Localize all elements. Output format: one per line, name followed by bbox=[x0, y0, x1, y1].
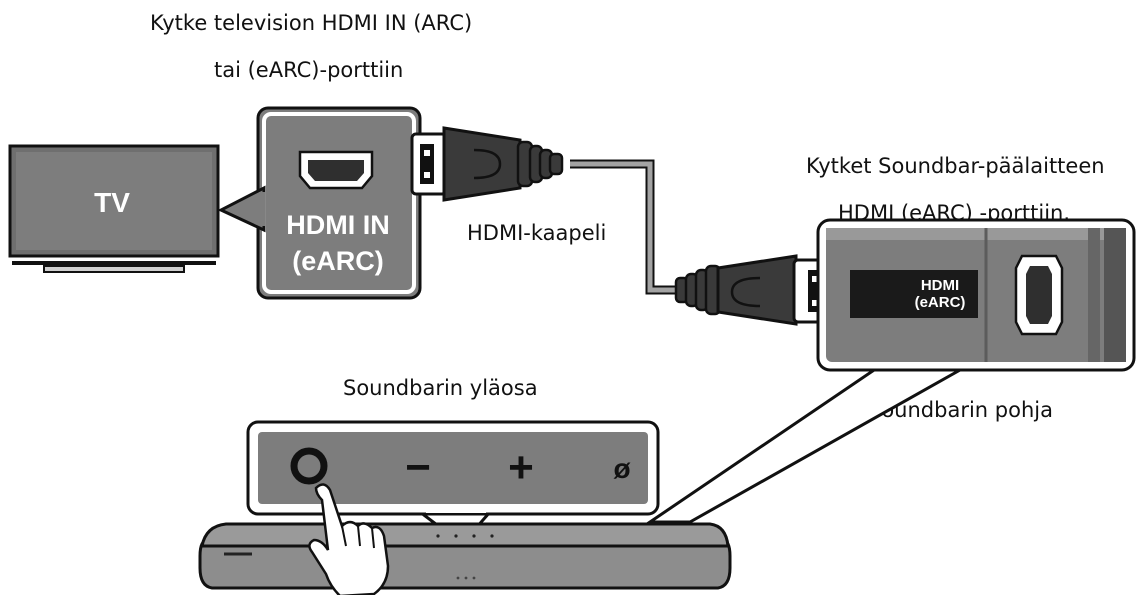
cable-label: HDMI-kaapeli bbox=[467, 221, 607, 245]
hand-pressing-icon bbox=[308, 483, 390, 595]
soundbar-hdmi-label-plate bbox=[850, 270, 978, 318]
hdmi-cable-outline bbox=[570, 159, 686, 295]
soundbar-port-caption-line1: Kytket Soundbar-päälaitteen bbox=[806, 154, 1105, 178]
tv-port-label-line1: HDMI IN bbox=[286, 210, 390, 240]
hdmi-connector-bottom-icon bbox=[674, 254, 832, 326]
tv-port-callout: HDMI IN (eARC) bbox=[217, 106, 422, 300]
soundbar-port-callout-pointer bbox=[645, 364, 966, 524]
tv-hdmi-socket-icon bbox=[298, 150, 374, 190]
tv-screen-inner bbox=[16, 152, 212, 250]
tv-screen-text: TV bbox=[94, 187, 130, 218]
power-circle-icon[interactable] bbox=[290, 447, 328, 485]
soundbar-port-callout: HDMI (eARC) bbox=[645, 218, 1136, 524]
tv-port-caption-line2: tai (eARC)-porttiin bbox=[214, 58, 404, 82]
tv-stand bbox=[43, 265, 185, 273]
tv-port-callout-pointer bbox=[217, 185, 266, 233]
soundbar-port-label-line2: (eARC) bbox=[915, 294, 966, 311]
hdmi-cable bbox=[570, 161, 686, 293]
volume-up-button[interactable]: + bbox=[508, 443, 534, 492]
tv-port-label-line2: (eARC) bbox=[292, 246, 384, 276]
mic-off-button[interactable]: ø bbox=[613, 453, 630, 484]
soundbar-hdmi-socket-icon bbox=[1014, 254, 1064, 336]
soundbar-port-label-line1: HDMI bbox=[921, 277, 959, 294]
soundbar-top-surface bbox=[200, 522, 730, 548]
soundbar-top-panel-inner bbox=[258, 432, 648, 504]
tv: TV bbox=[8, 144, 220, 273]
soundbar-top-label: Soundbarin yläosa bbox=[343, 376, 538, 400]
hdmi-connector-top-icon bbox=[410, 126, 564, 202]
volume-down-button[interactable]: − bbox=[405, 443, 431, 492]
soundbar bbox=[198, 522, 732, 590]
tv-port-caption-line1: Kytke television HDMI IN (ARC) bbox=[150, 11, 473, 35]
